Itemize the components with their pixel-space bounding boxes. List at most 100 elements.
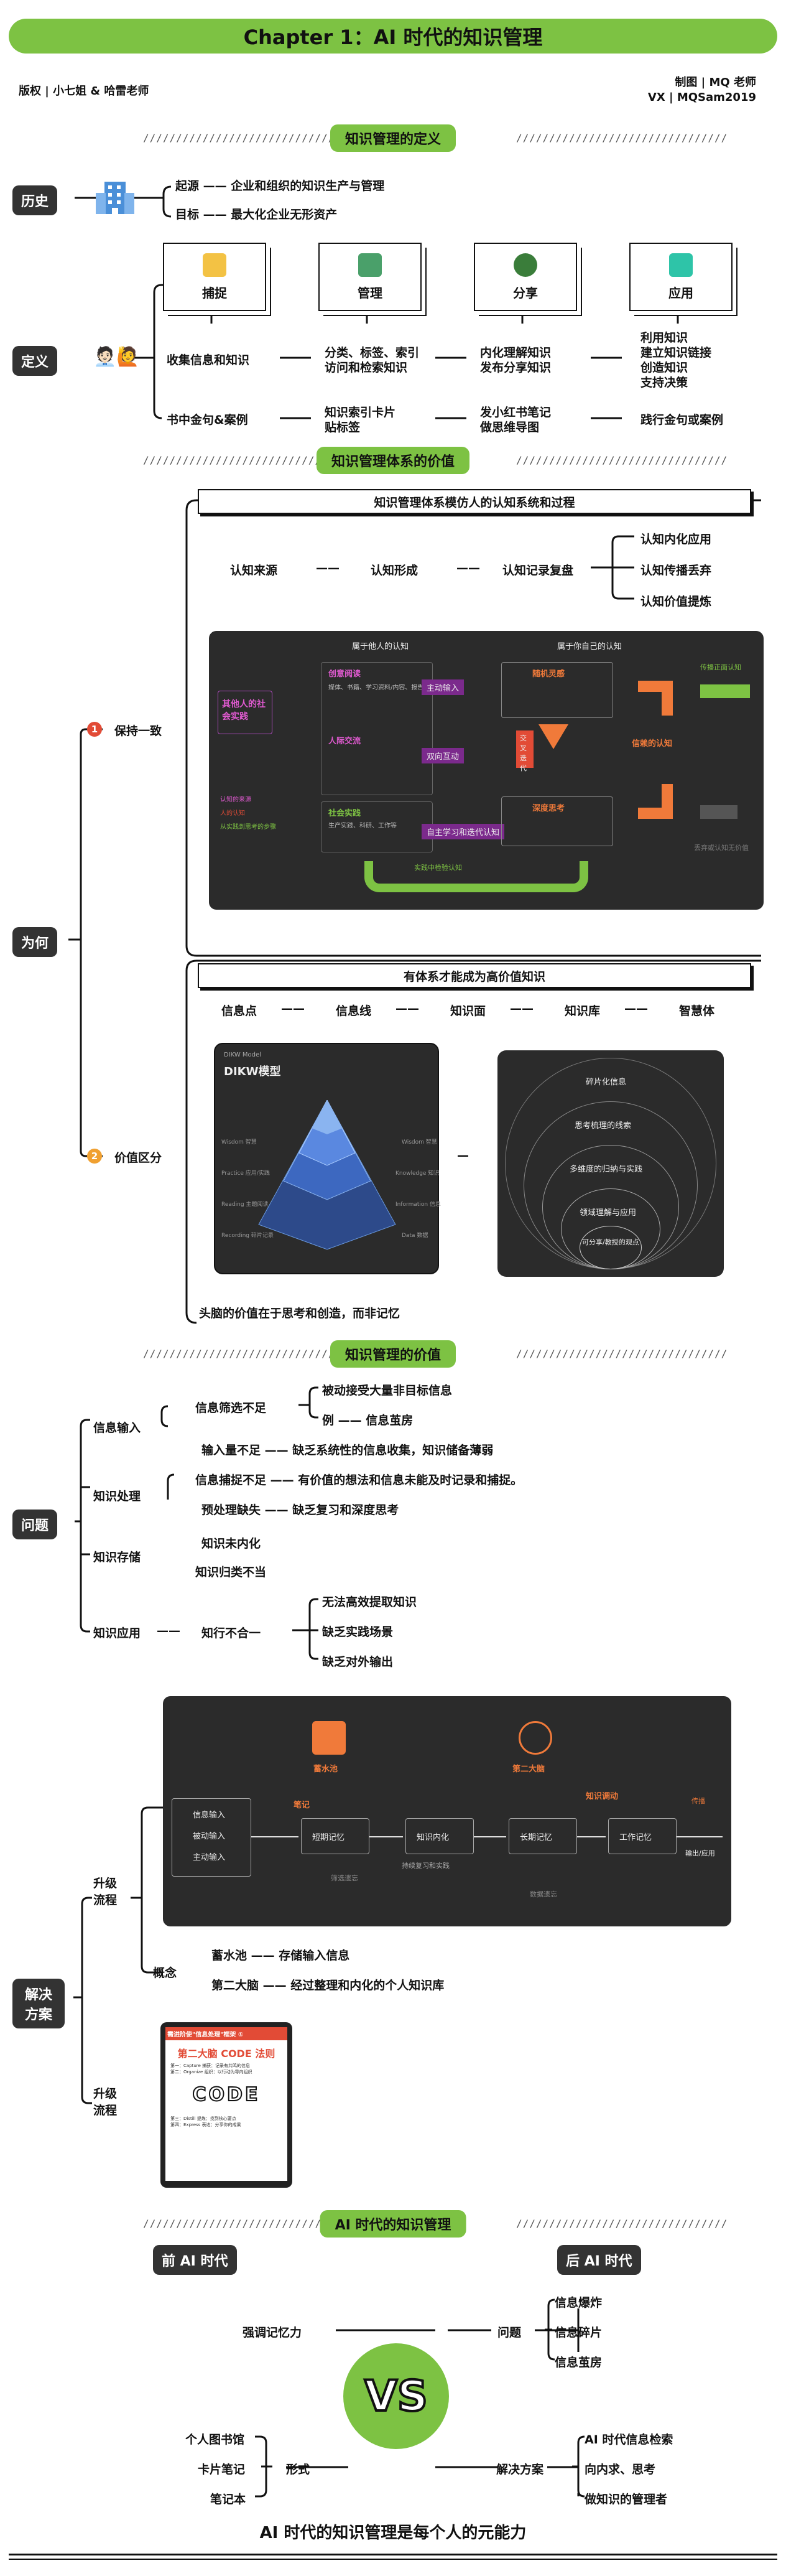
slash-left: //////////////////////////////// bbox=[143, 2218, 355, 2229]
layer-0: Wisdom 智慧 bbox=[221, 1139, 257, 1146]
cog-loop: 交叉迭代 bbox=[516, 730, 534, 772]
flow-internal: 知识内化 bbox=[417, 1833, 450, 1842]
level-1: Knowledge 知识 bbox=[395, 1170, 440, 1177]
pool-icon bbox=[312, 1721, 346, 1755]
dash: —— bbox=[281, 1002, 305, 1015]
cognition-panel: 属于他人的认知 属于你自己的认知 其他人的社会实践 创意阅读 媒体、书籍、学习资… bbox=[209, 631, 764, 910]
layer-3: Recording 碎片记录 bbox=[221, 1233, 274, 1239]
def-quote: 书中金句&案例 bbox=[167, 413, 248, 427]
book-title: 第二大脑 CODE 法则 bbox=[177, 2048, 275, 2060]
legend-step: 从实践到思考的步骤 bbox=[220, 824, 276, 831]
capture-icon bbox=[203, 253, 226, 277]
main-title: Chapter 1：AI 时代的知识管理 bbox=[243, 26, 543, 49]
flow-panel: 蓄水池 第二大脑 信息输入 被动输入 主动输入 笔记 短期记忆 筛选遗忘 知识内… bbox=[163, 1696, 731, 1926]
p-store: 知识存储 bbox=[93, 1551, 141, 1564]
footer-text: AI 时代的知识管理是每个人的元能力 bbox=[259, 2524, 527, 2542]
maker: 制图 | MQ 老师 bbox=[675, 76, 756, 89]
history-goal: 目标 —— 最大化企业无形资产 bbox=[175, 208, 338, 222]
history-tag: 历史 bbox=[12, 185, 58, 215]
p-a1c: 缺乏对外输出 bbox=[322, 1655, 394, 1669]
ring-label-0: 碎片化信息 bbox=[586, 1078, 627, 1087]
dash: — bbox=[457, 1149, 469, 1162]
chain-dash1: —— bbox=[316, 561, 340, 575]
section-title: 知识管理体系的价值 bbox=[316, 447, 470, 474]
def-tag: 贴标签 bbox=[325, 421, 361, 434]
cog-deep: 深度思考 bbox=[532, 804, 565, 813]
book-line-3: 第四：Express 表达：分享你的成果 bbox=[170, 2122, 241, 2127]
ai-right-q: 问题 bbox=[497, 2326, 522, 2340]
legend-cog: 人的认知 bbox=[220, 810, 245, 817]
num-2: 2 bbox=[87, 1149, 102, 1164]
dikw-chain-0: 信息点 bbox=[221, 1004, 257, 1018]
def-publish: 发布分享知识 bbox=[480, 361, 552, 375]
legend-source: 认知的来源 bbox=[220, 796, 251, 803]
ring-label-3: 领域理解与应用 bbox=[580, 1208, 637, 1218]
section-title: 知识管理的价值 bbox=[330, 1340, 456, 1368]
share-icon bbox=[514, 253, 537, 277]
s-upgrade2: 升级流程 bbox=[93, 2087, 118, 2117]
flow-act: 知识调动 bbox=[586, 1792, 619, 1801]
dikw-sub: DIKW Model bbox=[224, 1052, 261, 1058]
cog-trusted: 信赖的认知 bbox=[632, 739, 673, 749]
rings-panel: 碎片化信息 思考梳理的线索 多维度的归纳与实践 领域理解与应用 可分享/教授的观… bbox=[497, 1050, 724, 1277]
ai-q1: 信息碎片 bbox=[555, 2326, 603, 2340]
flow-in-2: 主动输入 bbox=[193, 1853, 226, 1862]
ai-left-form: 形式 bbox=[286, 2463, 310, 2476]
footer-rule-2 bbox=[9, 2559, 777, 2560]
cog-others: 其他人的社会实践 bbox=[218, 691, 272, 734]
main-title-bar: Chapter 1：AI 时代的知识管理 bbox=[9, 19, 777, 54]
s-upgrade: 升级流程 bbox=[93, 1877, 118, 1907]
flow-arrows bbox=[251, 1836, 723, 1837]
p-i1: 信息筛选不足 bbox=[195, 1401, 267, 1415]
cog-deep-box bbox=[501, 796, 613, 846]
cog-r3: 社会实践 bbox=[328, 809, 361, 818]
ring-label-4: 可分享/教授的观点 bbox=[582, 1238, 639, 1246]
short-box bbox=[301, 1818, 369, 1854]
slash-left: //////////////////////////////// bbox=[143, 1348, 355, 1360]
section-ai-header: //////////////////////////////// AI 时代的知… bbox=[0, 2210, 786, 2238]
num-1: 1 bbox=[87, 722, 102, 737]
def-link: 建立知识链接 bbox=[640, 346, 712, 360]
brain-icon bbox=[519, 1721, 552, 1755]
card-apply: 应用 bbox=[629, 243, 733, 311]
cog-cycle2: 实践中检验认知 bbox=[414, 864, 462, 872]
history-origin: 起源 —— 企业和组织的知识生产与管理 bbox=[175, 179, 385, 193]
ai-left1: 强调记忆力 bbox=[243, 2326, 302, 2340]
p-s2: 知识归类不当 bbox=[195, 1566, 267, 1579]
turn-arrow2-icon bbox=[638, 784, 673, 819]
p-apply: 知识应用 bbox=[93, 1626, 141, 1640]
slash-left: //////////////////////////////// bbox=[143, 454, 355, 466]
dikw-foot: 头脑的价值在于思考和创造，而非记忆 bbox=[199, 1307, 400, 1320]
chain-res-value: 认知价值提炼 bbox=[640, 595, 712, 609]
p-process: 知识处理 bbox=[93, 1490, 141, 1503]
solution-tag: 解决方案 bbox=[12, 1979, 65, 2028]
layer-1: Practice 应用/实践 bbox=[221, 1170, 270, 1177]
book-line-2: 第三：Distill 提炼：找到核心要点 bbox=[170, 2116, 236, 2121]
cog-discard: 丢弃或认知无价值 bbox=[694, 844, 749, 852]
ai-q2: 信息茧房 bbox=[555, 2356, 603, 2369]
s-c2: 第二大脑 —— 经过整理和内化的个人知识库 bbox=[211, 1979, 445, 1992]
ai-l2: 笔记本 bbox=[210, 2493, 246, 2506]
def-access: 访问和检索知识 bbox=[325, 361, 408, 375]
def-practice: 践行金句或案例 bbox=[640, 413, 724, 427]
dikw-title: DIKW模型 bbox=[224, 1065, 281, 1078]
book-line-0: 第一：Capture 捕获：记录有共鸣的信息 bbox=[170, 2063, 251, 2068]
cog-thought-box bbox=[501, 662, 613, 718]
p-p2: 预处理缺失 —— 缺乏复习和深度思考 bbox=[201, 1503, 399, 1517]
flow-out: 输出/应用 bbox=[685, 1849, 715, 1857]
pre-ai-tag: 前 AI 时代 bbox=[153, 2245, 237, 2275]
definition-tag: 定义 bbox=[12, 346, 58, 376]
code-badge: CODE bbox=[192, 2083, 261, 2106]
flow-long: 长期记忆 bbox=[520, 1833, 553, 1842]
footer-rule bbox=[9, 2554, 777, 2555]
p-a1b: 缺乏实践场景 bbox=[322, 1625, 394, 1639]
right-arrow-icon bbox=[700, 684, 750, 698]
apply-icon bbox=[669, 253, 693, 277]
p-s1: 知识未内化 bbox=[201, 1537, 261, 1551]
section-definition-header: //////////////////////////////// 知识管理的定义… bbox=[0, 124, 786, 152]
cog-right-top: 属于你自己的认知 bbox=[557, 642, 622, 651]
card-manage: 管理 bbox=[318, 243, 422, 311]
dikw-panel: DIKW Model DIKW模型 Wisdom 智慧 Practice 应用/… bbox=[214, 1043, 441, 1274]
ai-q0: 信息爆炸 bbox=[555, 2296, 603, 2310]
dash: —— bbox=[510, 1002, 534, 1015]
